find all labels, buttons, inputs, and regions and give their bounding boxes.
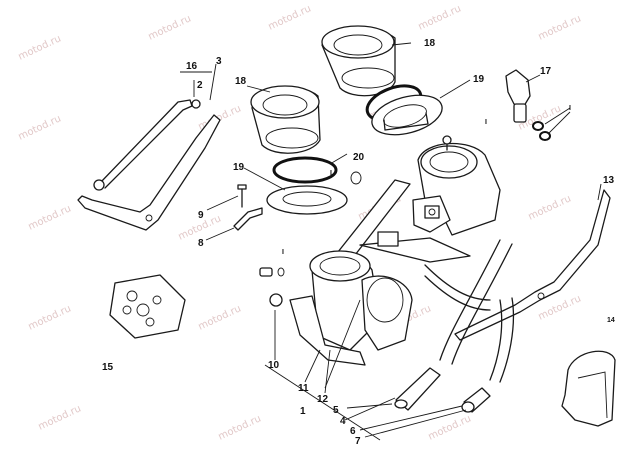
ref-mark: I	[282, 249, 284, 256]
callout-18-left: 18	[235, 76, 247, 87]
watermark: motod.ru	[427, 413, 473, 442]
clip-8	[233, 207, 263, 231]
base-reference-lines	[264, 299, 467, 441]
callout-12: 12	[317, 394, 329, 405]
cover-14	[561, 350, 616, 427]
watermark: motod.ru	[537, 13, 583, 42]
watermark: motod.ru	[267, 3, 313, 32]
callout-17: 17	[540, 66, 552, 77]
callout-20: 20	[353, 152, 365, 163]
intake-funnel-top	[321, 25, 396, 97]
ref-mark: I	[330, 170, 332, 177]
callout-15: 15	[102, 362, 114, 373]
throttle-linkage	[77, 63, 221, 231]
reference-marks: I I I I	[282, 105, 571, 256]
watermark: motod.ru	[197, 303, 243, 332]
callout-13: 13	[603, 175, 615, 186]
watermark: motod.ru	[527, 193, 573, 222]
callout-19-left: 19	[233, 162, 245, 173]
watermark-layer: motod.ru motod.ru motod.ru motod.ru moto…	[17, 3, 583, 442]
callout-7: 7	[355, 436, 361, 447]
leader-lines	[205, 42, 602, 241]
hose-clamp-6	[461, 387, 491, 413]
watermark: motod.ru	[27, 203, 73, 232]
watermark: motod.ru	[217, 413, 263, 442]
watermark: motod.ru	[17, 33, 63, 62]
screw-9	[237, 184, 247, 208]
callout-labels: 16 2 3 18 18 19 19 20 17 9 8 13 15 10 11…	[102, 38, 615, 447]
callout-9: 9	[198, 210, 204, 221]
callout-8: 8	[198, 238, 204, 249]
watermark: motod.ru	[17, 113, 63, 142]
watermark: motod.ru	[417, 3, 463, 32]
callout-5: 5	[333, 405, 339, 416]
callout-11: 11	[298, 383, 309, 394]
callout-1: 1	[300, 406, 306, 417]
throttle-body-assembly	[259, 135, 501, 366]
bracket-13	[454, 189, 611, 341]
watermark: motod.ru	[37, 403, 83, 432]
callout-10: 10	[268, 360, 280, 371]
hose-clamp-4	[394, 367, 441, 411]
callout-3: 3	[216, 56, 222, 67]
flange-ring-19	[266, 94, 443, 215]
ref-mark: I	[569, 105, 571, 112]
gasket-plate-15	[109, 274, 186, 339]
callout-16: 16	[186, 61, 198, 72]
hoses	[424, 239, 515, 383]
intake-funnel-left	[250, 85, 321, 154]
callout-19-top: 19	[473, 74, 485, 85]
callout-18-top: 18	[424, 38, 436, 49]
callout-14: 14	[607, 317, 615, 324]
watermark: motod.ru	[27, 303, 73, 332]
callout-2: 2	[197, 80, 203, 91]
callout-4: 4	[340, 416, 346, 427]
callout-6: 6	[350, 426, 356, 437]
sensor-17	[505, 69, 551, 141]
ref-mark: I	[485, 119, 487, 126]
watermark: motod.ru	[147, 13, 193, 42]
